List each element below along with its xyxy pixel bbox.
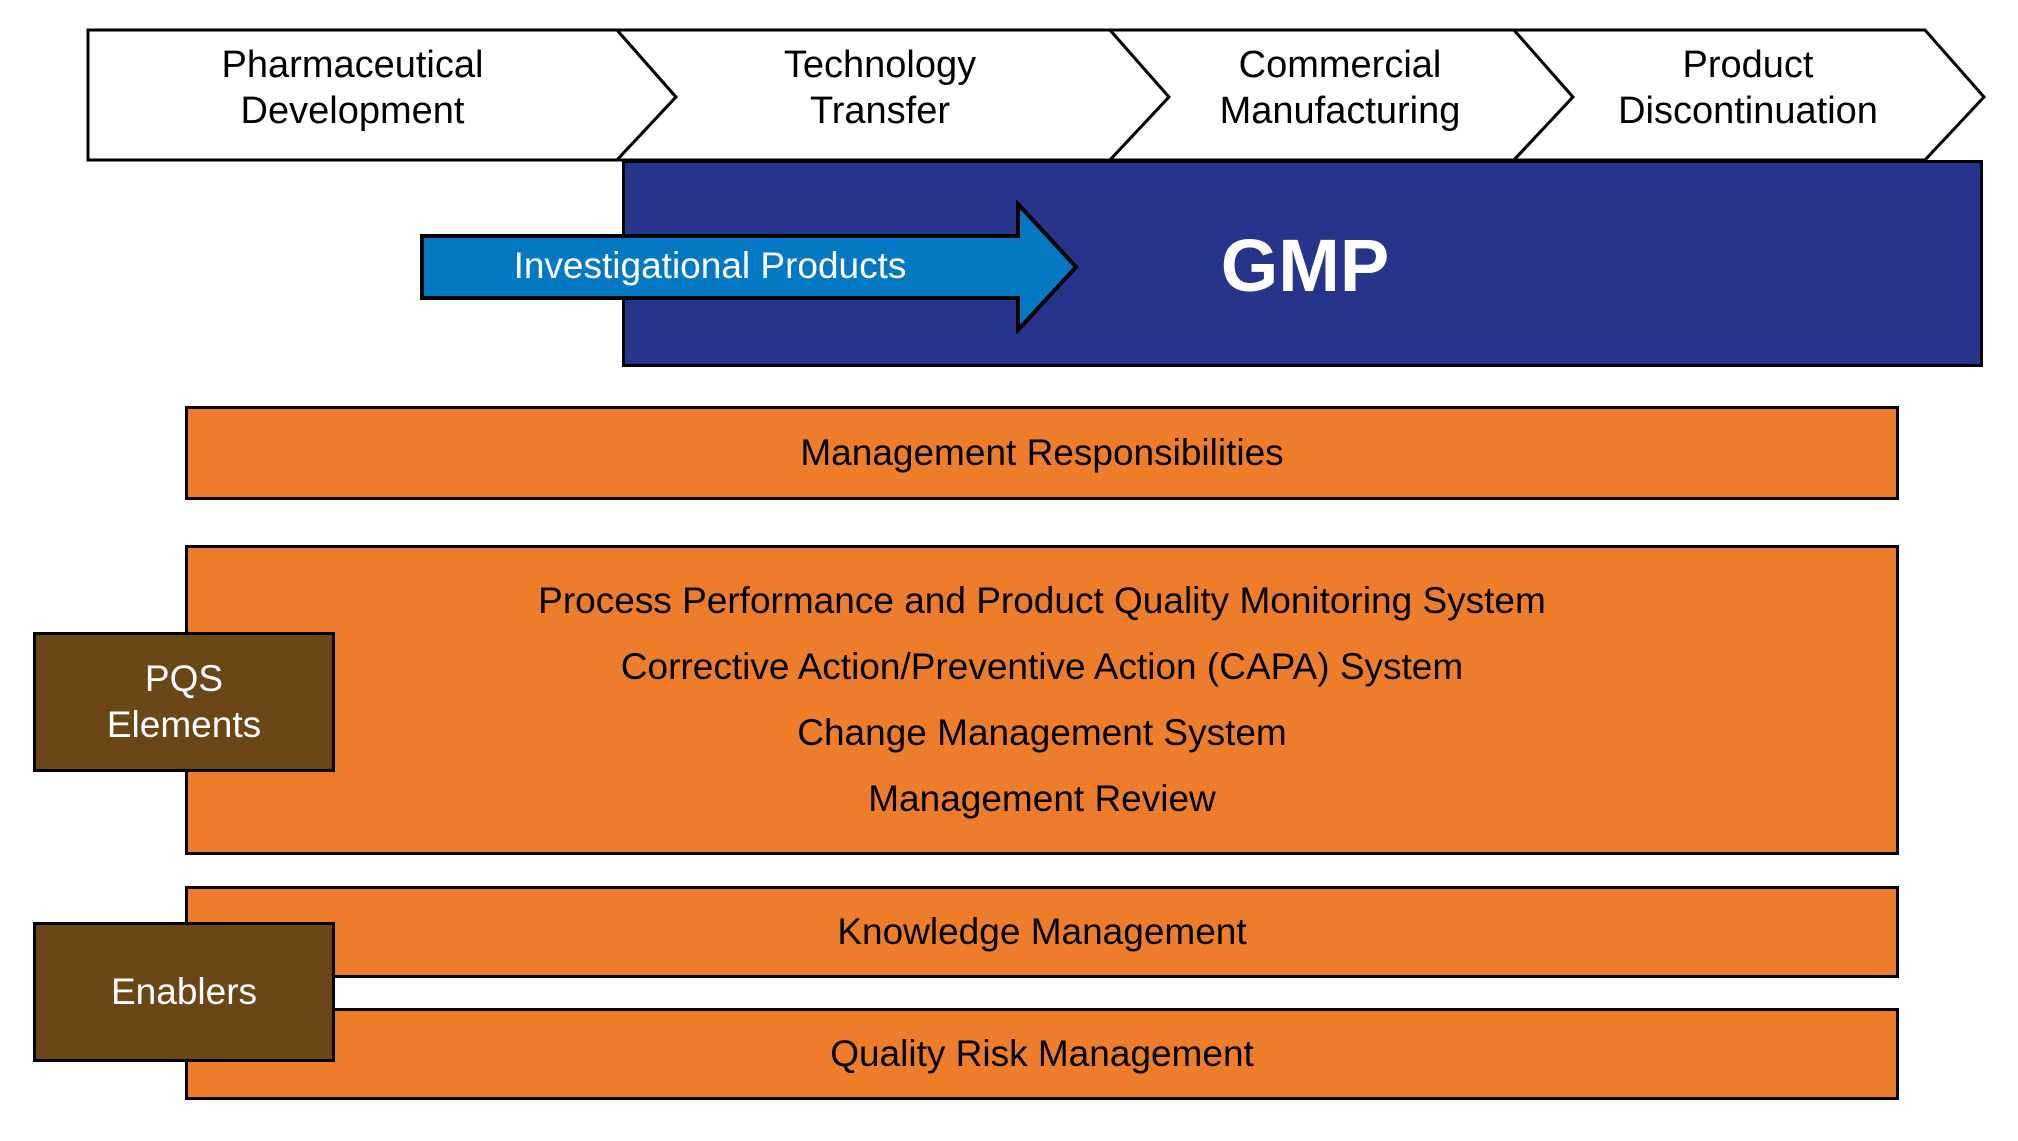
bar-line: Change Management System bbox=[797, 712, 1287, 753]
bar-line: Quality Risk Management bbox=[830, 1033, 1254, 1074]
lifecycle-stage-band: Pharmaceutical Development Technology Tr… bbox=[0, 0, 2018, 170]
bar-line: Process Performance and Product Quality … bbox=[538, 580, 1546, 621]
bar-line: Management Responsibilities bbox=[800, 432, 1284, 473]
side-label-pqs-elements[interactable]: PQS Elements bbox=[33, 632, 335, 772]
chevron-commercial-manufacturing[interactable] bbox=[1106, 28, 1576, 162]
investigational-arrow-svg bbox=[420, 198, 1079, 336]
bar-line: Corrective Action/Preventive Action (CAP… bbox=[620, 646, 1464, 687]
bar-management-responsibilities[interactable]: Management Responsibilities bbox=[185, 406, 1899, 500]
chevron-product-discontinuation[interactable] bbox=[1510, 28, 1987, 162]
chevron-pharmaceutical-development[interactable] bbox=[86, 28, 679, 162]
bar-line: Management Review bbox=[868, 778, 1216, 819]
side-label-enablers[interactable]: Enablers bbox=[33, 922, 335, 1062]
lifecycle-chevrons-svg bbox=[86, 28, 1987, 162]
chevron-technology-transfer[interactable] bbox=[613, 28, 1172, 162]
bar-knowledge-management[interactable]: Knowledge Management bbox=[185, 886, 1899, 978]
bar-line: Knowledge Management bbox=[837, 911, 1247, 952]
gmp-label: GMP bbox=[1220, 224, 1390, 307]
arrow-shape bbox=[420, 198, 1079, 336]
bar-pqs-elements[interactable]: Process Performance and Product Quality … bbox=[185, 545, 1899, 855]
investigational-products-arrow[interactable] bbox=[418, 198, 1080, 336]
bar-quality-risk-management[interactable]: Quality Risk Management bbox=[185, 1008, 1899, 1100]
